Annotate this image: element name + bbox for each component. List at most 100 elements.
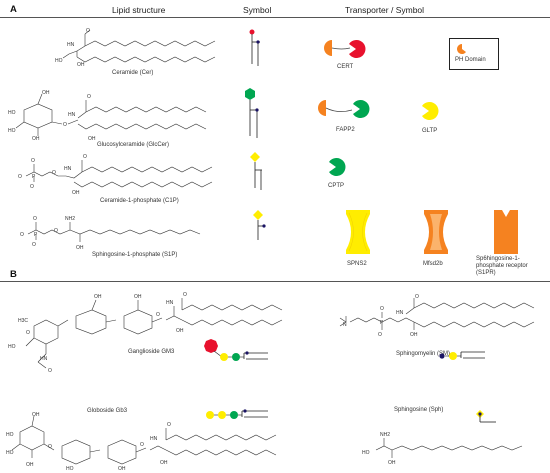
lipid-name-gb3: Globoside Gb3 [87, 408, 128, 414]
svg-text:OH: OH [160, 460, 168, 466]
svg-text:O: O [156, 312, 160, 318]
glccer-symbol [245, 88, 259, 138]
svg-text:HN: HN [150, 436, 158, 442]
ph-domain-legend: PH Domain [449, 38, 499, 70]
ceramide-structure: O HN HO OH [55, 28, 216, 68]
svg-text:H3C: H3C [18, 318, 28, 324]
svg-text:OH: OH [134, 294, 142, 300]
svg-text:OH: OH [72, 190, 80, 196]
lipid-name-glccer: Glucosylceramide (GlcCer) [97, 142, 170, 148]
lipid-name-gm3: Ganglioside GM3 [128, 349, 175, 355]
s1p-symbol [253, 210, 266, 240]
svg-text:NH2: NH2 [65, 216, 75, 222]
svg-text:O: O [52, 170, 56, 176]
cptp-transporter-icon [329, 157, 346, 176]
svg-text:O: O [378, 332, 382, 338]
svg-text:NH2: NH2 [380, 432, 390, 438]
ph-domain-icon [457, 44, 466, 54]
svg-text:O: O [63, 122, 67, 128]
svg-text:HO: HO [362, 450, 370, 456]
svg-text:O: O [48, 444, 52, 450]
s1pr-receptor-icon [494, 210, 518, 254]
svg-text:OH: OH [388, 460, 396, 466]
svg-text:P: P [32, 174, 36, 180]
sphingomyelin-structure: N O P O HN O OH [339, 294, 535, 338]
svg-text:O: O [20, 232, 24, 238]
svg-text:HO: HO [8, 110, 16, 116]
gb3-symbol [206, 409, 268, 419]
svg-text:O: O [415, 294, 419, 300]
lipid-name-c1p: Ceramide-1-phosphate (C1P) [100, 198, 179, 204]
svg-text:HO: HO [6, 432, 14, 438]
svg-text:O: O [87, 94, 91, 100]
header-transporter-symbol: Transporter / Symbol [345, 5, 425, 15]
svg-text:HN: HN [396, 310, 404, 316]
svg-text:OH: OH [77, 62, 85, 68]
svg-text:O: O [26, 330, 30, 336]
sphingosine-1-phosphate-structure: O P O O O NH2 OH [20, 216, 201, 251]
sm-symbol [439, 351, 485, 360]
ceramide-1-phosphate-structure: O P O O O HN O OH [18, 154, 213, 196]
lipid-name-sm: Sphingomyelin (SM) [396, 351, 451, 357]
sphingosine-structure: NH2 HO OH [362, 432, 523, 466]
panel-divider [0, 281, 550, 282]
lipid-name-s1p: Sphingosine-1-phosphate (S1P) [92, 252, 178, 258]
svg-text:OH: OH [88, 136, 96, 142]
glucosylceramide-structure: OH HO HO OH O HN O OH [8, 90, 207, 142]
ganglioside-gm3-structure: H3C O HO HN O OH OH O HN O OH [8, 292, 283, 374]
globoside-gb3-structure: OH HO HO OH O HO OH O HN O OH [6, 412, 277, 472]
svg-text:P: P [34, 232, 38, 238]
svg-text:O: O [31, 158, 35, 164]
svg-text:HN: HN [40, 356, 48, 362]
gm3-symbol [204, 339, 268, 361]
transporter-label-spns2: SPNS2 [347, 261, 367, 267]
header-lipid-structure: Lipid structure [112, 5, 166, 15]
svg-text:O: O [48, 368, 52, 374]
transporter-label-mfsd2b: Mfsd2b [423, 261, 443, 267]
cert-transporter-icon [324, 39, 366, 58]
transporter-label-s1pr: Sp6hingosine-1-phosphate receptor (S1PR) [476, 256, 528, 276]
svg-text:HN: HN [68, 112, 76, 118]
svg-text:O: O [183, 292, 187, 298]
header-symbol: Symbol [243, 5, 272, 15]
svg-text:O: O [380, 306, 384, 312]
svg-text:HN: HN [166, 300, 174, 306]
svg-text:OH: OH [94, 294, 102, 300]
svg-text:O: O [33, 216, 37, 222]
svg-text:O: O [140, 442, 144, 448]
sph-symbol [476, 410, 496, 423]
svg-text:HO: HO [6, 450, 14, 456]
svg-text:N: N [343, 322, 347, 328]
gltp-transporter-icon [422, 101, 439, 120]
svg-text:OH: OH [76, 245, 84, 251]
spns2-transporter-icon [346, 210, 370, 254]
svg-text:O: O [54, 228, 58, 234]
c1p-symbol [250, 152, 262, 190]
transporter-label-cptp: CPTP [328, 183, 345, 189]
svg-text:OH: OH [42, 90, 50, 96]
svg-text:O: O [32, 242, 36, 248]
svg-text:OH: OH [118, 466, 126, 472]
svg-text:HO: HO [55, 58, 63, 64]
transporter-label-cert: CERT [337, 64, 354, 70]
ph-domain-label: PH Domain [455, 57, 486, 63]
svg-text:P: P [380, 320, 384, 326]
transporter-label-fapp2: FAPP2 [336, 127, 355, 133]
svg-text:OH: OH [410, 332, 418, 338]
header-divider [0, 17, 550, 18]
svg-text:OH: OH [32, 136, 40, 142]
mfsd2b-transporter-icon [424, 210, 448, 254]
fapp2-transporter-icon [318, 99, 370, 118]
svg-text:HO: HO [8, 344, 16, 350]
panel-label-b: B [10, 269, 17, 280]
cer-symbol [249, 29, 260, 66]
svg-text:HN: HN [64, 166, 72, 172]
lipid-name-sph: Sphingosine (Sph) [394, 407, 444, 413]
svg-text:HO: HO [66, 466, 74, 472]
svg-text:HO: HO [8, 128, 16, 134]
svg-text:OH: OH [32, 412, 40, 418]
panel-label-a: A [10, 4, 17, 15]
svg-text:OH: OH [176, 328, 184, 334]
lipid-name-cer: Ceramide (Cer) [112, 70, 154, 76]
svg-text:O: O [83, 154, 87, 160]
